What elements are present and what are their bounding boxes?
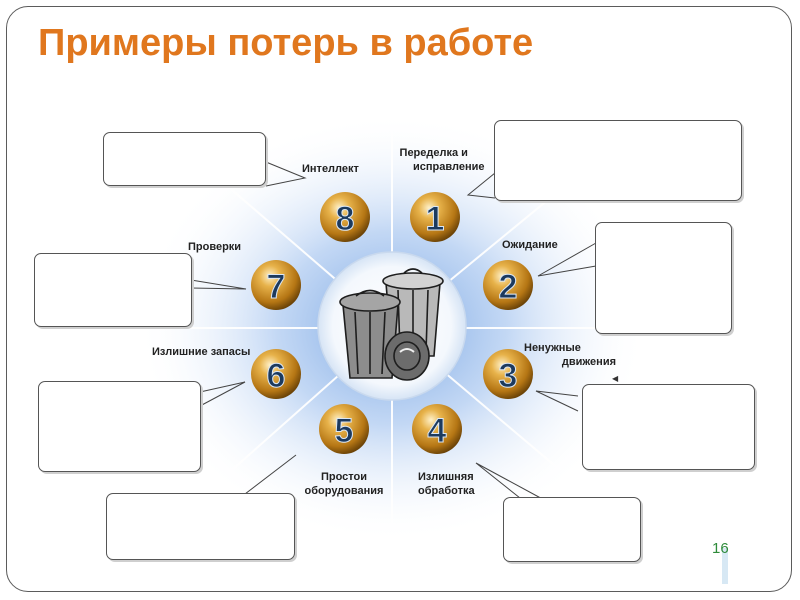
answer-box-motion[interactable]	[582, 384, 755, 470]
label-intellect-line-1: Интеллект	[302, 163, 359, 175]
label-overprocessing-line-1: Излишняя	[418, 471, 474, 483]
side-marker	[722, 548, 728, 584]
slide-number: 16	[712, 540, 729, 557]
label-downtime: Простои оборудования	[296, 470, 392, 498]
ball-3: 3	[483, 349, 533, 399]
label-inventory-line-1: Излишние запасы	[152, 346, 251, 358]
ball-2-number: 2	[499, 268, 518, 306]
label-downtime-line-1: Простои	[320, 471, 368, 483]
ball-8-number: 8	[336, 200, 355, 238]
ball-1-number: 1	[426, 200, 445, 238]
answer-box-inspection[interactable]	[34, 253, 192, 327]
ball-8: 8	[320, 192, 370, 242]
label-rework: Переделка и исправление	[383, 146, 485, 174]
answer-box-downtime[interactable]	[106, 493, 295, 560]
label-overprocessing: Излишняя обработка	[418, 470, 475, 498]
label-waiting-line-1: Ожидание	[502, 239, 558, 251]
answer-box-intellect[interactable]	[103, 132, 266, 186]
answer-box-waiting[interactable]	[595, 222, 732, 334]
label-inspection: Проверки	[188, 240, 241, 254]
label-inventory: Излишние запасы	[152, 345, 250, 359]
answer-box-overprocessing[interactable]	[503, 497, 641, 562]
ball-5: 5	[319, 404, 369, 454]
ball-4-number: 4	[428, 412, 447, 450]
label-inspection-line-1: Проверки	[188, 241, 242, 253]
ball-5-number: 5	[335, 412, 354, 450]
trash-bins-icon	[339, 268, 444, 381]
ball-7: 7	[251, 260, 301, 310]
ball-6-number: 6	[267, 357, 286, 395]
label-overprocessing-line-2: обработка	[418, 485, 475, 497]
label-intellect: Интеллект	[302, 162, 359, 176]
small-arrow-icon: ◀	[612, 374, 619, 383]
answer-box-inventory[interactable]	[38, 381, 201, 472]
ball-4: 4	[412, 404, 462, 454]
label-motion: Ненужные движения	[524, 341, 616, 369]
ball-1: 1	[410, 192, 460, 242]
label-motion-line-1: Ненужные	[524, 342, 581, 354]
label-rework-line-1: Переделка и	[399, 147, 468, 159]
slide-title: Примеры потерь в работе	[38, 22, 534, 64]
answer-box-rework[interactable]	[494, 120, 742, 201]
label-downtime-line-2: оборудования	[304, 485, 384, 497]
label-rework-line-2: исправление	[413, 161, 485, 173]
ball-3-number: 3	[499, 357, 518, 395]
label-motion-line-2: движения	[561, 356, 616, 368]
ball-2: 2	[483, 260, 533, 310]
label-waiting: Ожидание	[502, 238, 558, 252]
ball-7-number: 7	[267, 268, 286, 306]
ball-6: 6	[251, 349, 301, 399]
